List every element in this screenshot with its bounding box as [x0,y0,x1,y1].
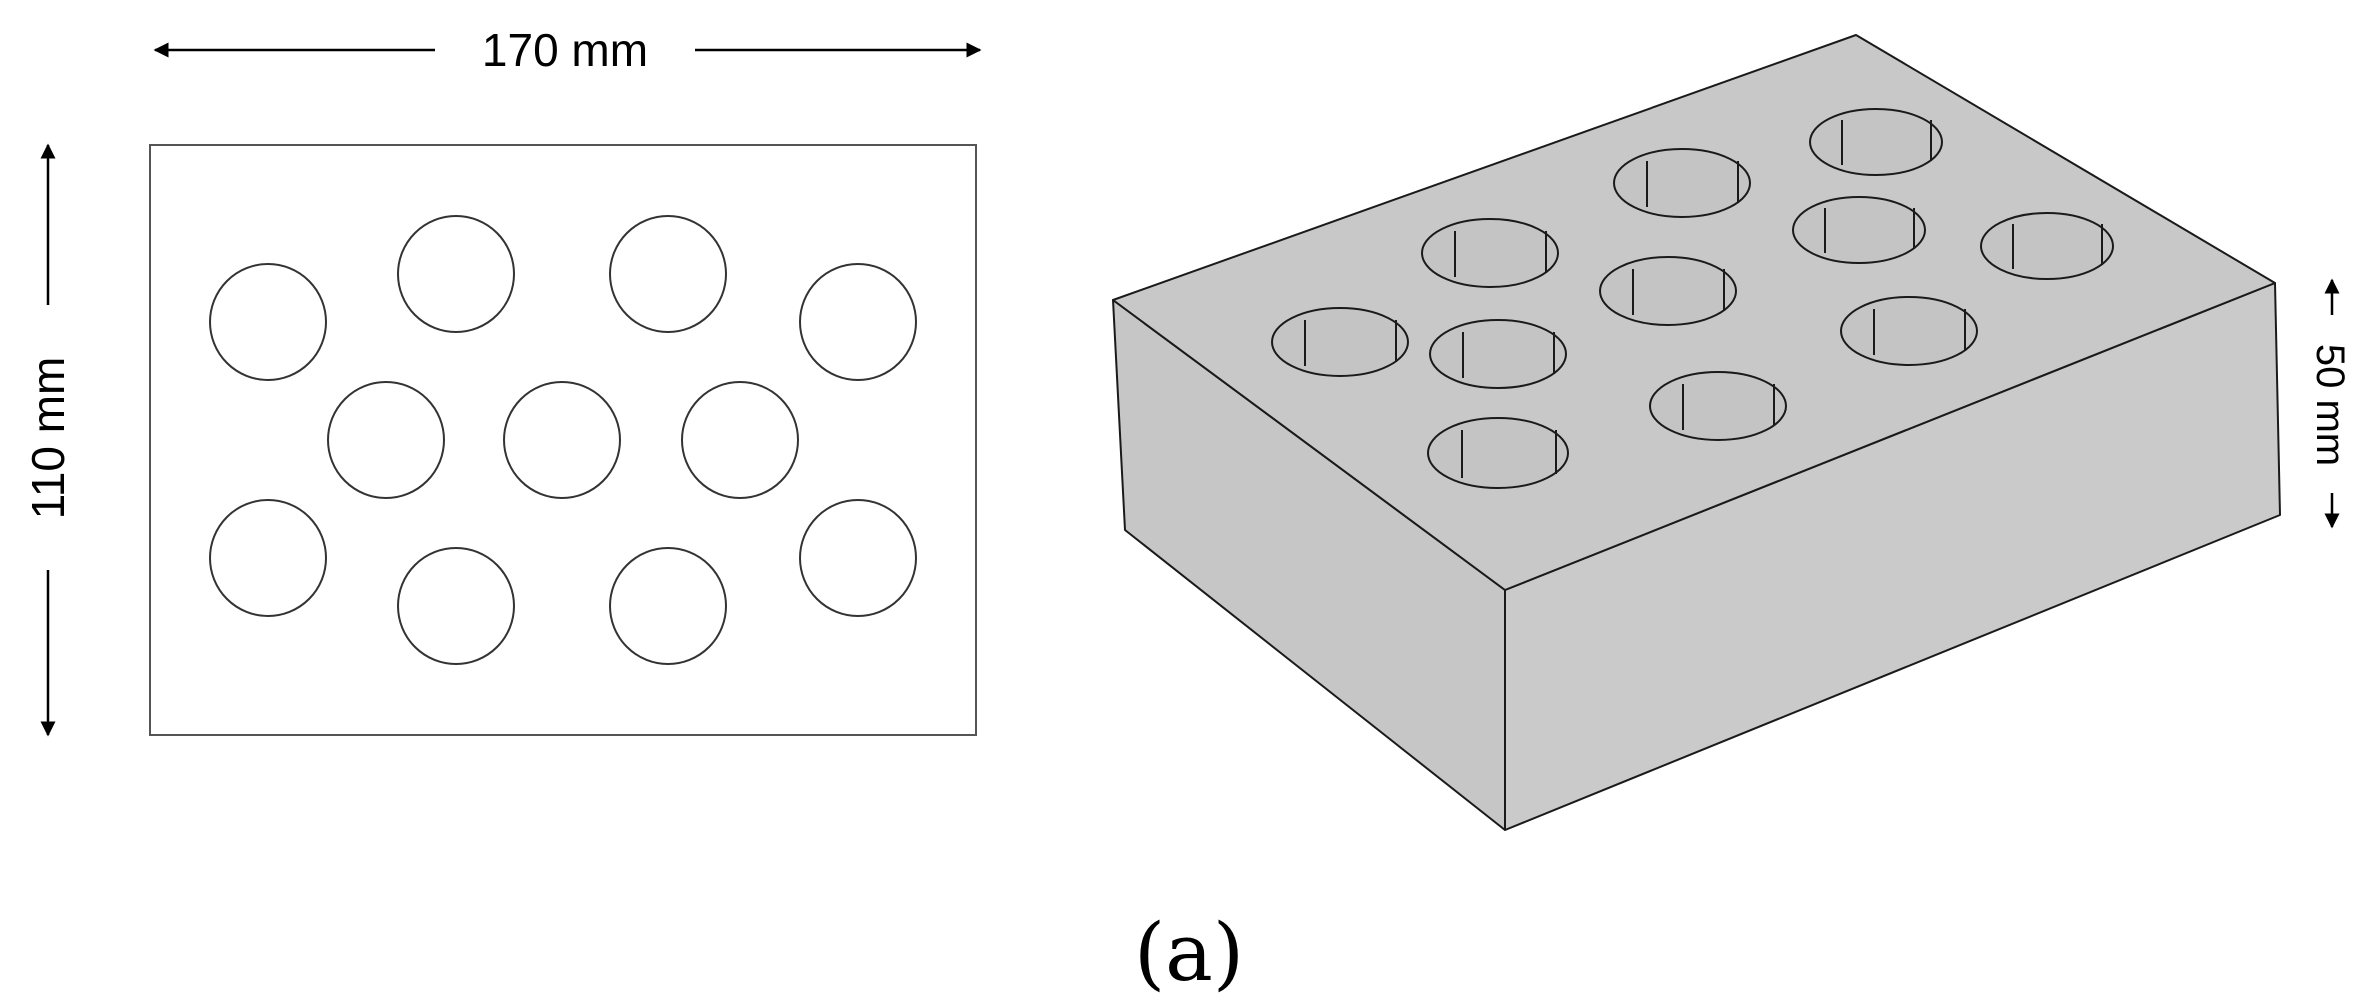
hole [681,381,799,499]
hole [503,381,621,499]
width-dimension: 170 mm [153,24,982,76]
iso-hole [1429,319,1567,389]
hole [609,215,727,333]
hole [397,547,515,665]
height-dimension: 110 mm [22,143,74,737]
iso-hole [1613,148,1751,218]
iso-hole [1271,307,1409,377]
hole [397,215,515,333]
figure-caption: (a) [1134,906,1244,999]
hole [609,547,727,665]
plate-outline [149,144,977,736]
depth-label: 50 mm [2308,344,2352,466]
hole [209,499,327,617]
iso-hole [1421,218,1559,288]
top-view-holes [209,215,917,665]
iso-hole [1980,212,2114,280]
top-view: 170 mm 110 mm [22,24,982,737]
hole [209,263,327,381]
iso-hole [1649,371,1787,441]
depth-dimension: 50 mm [2308,278,2352,529]
iso-hole [1809,108,1943,176]
hole [799,499,917,617]
hole [799,263,917,381]
isometric-view [1112,34,2281,831]
hole [327,381,445,499]
iso-hole [1599,256,1737,326]
height-label: 110 mm [22,357,74,520]
iso-hole [1840,296,1978,366]
width-label: 170 mm [482,24,648,76]
iso-hole [1792,196,1926,264]
iso-hole [1427,417,1569,489]
iso-holes [1271,108,2114,489]
